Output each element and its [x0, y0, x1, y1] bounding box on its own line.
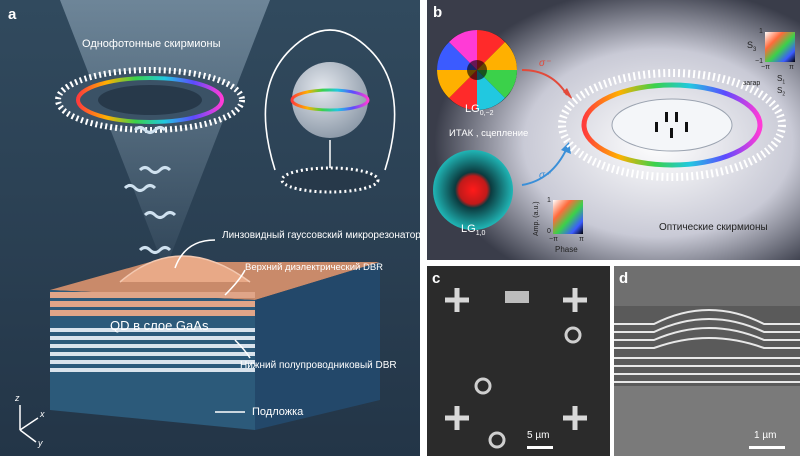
sphere-equator [290, 88, 370, 112]
s-phase-min: −π [761, 64, 770, 71]
frac-bottom: S2 [777, 86, 786, 98]
panel-c-sample-image: c 5 µm [427, 266, 610, 456]
top-dbr-layers [50, 292, 255, 316]
photon-packet-1 [133, 126, 167, 134]
microlens-rings [474, 326, 582, 449]
panel-label-b: b [433, 4, 443, 21]
panel-d-cross-section: d 1 µm [614, 266, 800, 456]
s3-colormap [765, 32, 795, 62]
label-top-dbr: Верхний диэлектрический DBR [245, 262, 384, 273]
field-line-top [289, 29, 371, 51]
photon-packet-3 [123, 184, 157, 192]
photon-packet-4 [143, 211, 177, 219]
photon-packet-5 [138, 246, 172, 254]
arrow-bottom-dbr [234, 339, 251, 359]
dbr-layer-lines [614, 309, 800, 383]
coordinate-axes [19, 405, 39, 443]
frac-top: S1 [777, 74, 786, 86]
sigma-plus-label: σ⁺ [539, 170, 551, 181]
panel-a-device-schematic: a Однофотонные скирмионы Линзовидный гау… [0, 0, 420, 456]
inset-skyrmion-disk [280, 166, 380, 194]
phase-min: −π [549, 236, 558, 243]
s3-axis-label: S3 [747, 40, 757, 53]
lg-top-label: LG0,−2 [465, 103, 494, 118]
arrow-sigma-plus [521, 147, 568, 186]
s3-min: −1 [755, 58, 763, 65]
panel-c-microscopy [445, 288, 587, 449]
marker-label-block [505, 291, 529, 303]
phase-max: π [579, 236, 584, 243]
scale-bar-c [527, 446, 553, 449]
amp-max: 1 [547, 197, 551, 204]
panel-label-a: a [8, 6, 17, 23]
panel-label-c: c [432, 270, 441, 287]
axis-label-x: x [40, 409, 45, 419]
coupling-label: ИТАК , сцепление [449, 128, 529, 139]
arrow-microresonator [174, 239, 216, 269]
optical-skyrmion-ring-color [581, 82, 763, 168]
arrow-top-dbr [224, 269, 246, 296]
skyrmion-ring-color [76, 76, 224, 124]
bottom-dbr-layers [50, 328, 255, 372]
field-line-right [369, 49, 396, 171]
scale-bar-d-label: 1 µm [754, 430, 777, 441]
label-microresonator: Линзовидный гауссовский микрорезонатор [222, 230, 420, 241]
lg-bottom-label: LG1,0 [461, 223, 486, 238]
skyrmion-core-arrows [655, 112, 688, 138]
poincare-sphere [292, 62, 368, 138]
optical-skyrmions-label: Оптические скирмионы [659, 222, 768, 233]
axis-label-z: z [15, 393, 20, 403]
device-side-face [255, 262, 380, 430]
panel-d-sem [614, 266, 800, 456]
skyrmion-core [98, 85, 202, 115]
title-single-photon-skyrmions: Однофотонные скирмионы [82, 38, 221, 50]
label-substrate: Подложка [252, 406, 304, 418]
sigma-minus-label: σ⁻ [539, 58, 551, 69]
panel-a-illustration [19, 0, 396, 443]
alignment-crosses [445, 288, 587, 430]
field-line-left [264, 49, 291, 171]
label-qd-layer: QD в слое GaAs [110, 318, 209, 333]
emission-beam [60, 0, 270, 270]
amp-phase-colormap [553, 200, 583, 234]
panel-label-d: d [619, 270, 629, 287]
label-bottom-dbr: Нижний полупроводниковый DBR [240, 360, 397, 371]
scale-bar-d [749, 446, 785, 449]
substrate-region [614, 386, 800, 456]
scale-bar-c-label: 5 µm [527, 430, 550, 441]
panel-b-illustration [427, 0, 800, 260]
lg-mode-bottom-disk [433, 150, 513, 230]
lens-microresonator [119, 255, 251, 283]
optical-skyrmion-core [611, 98, 733, 152]
lg-mode-top-petals [437, 30, 517, 110]
panel-b-optical-skyrmions: b LG0,−2 LG1,0 ИТАК , сцепление σ⁻ σ⁺ Оп… [427, 0, 800, 260]
amp-min: 0 [547, 228, 551, 235]
optical-skyrmion-ring-outer [558, 69, 786, 181]
photon-packet-2 [138, 166, 172, 174]
s3-max: 1 [759, 28, 763, 35]
s-phase-max: π [789, 64, 794, 71]
arctan-label: загар [743, 80, 761, 87]
axis-label-y: y [38, 438, 43, 448]
amp-axis-label: Amp. (a.u.) [533, 201, 540, 236]
phase-axis-label: Phase [555, 245, 578, 254]
